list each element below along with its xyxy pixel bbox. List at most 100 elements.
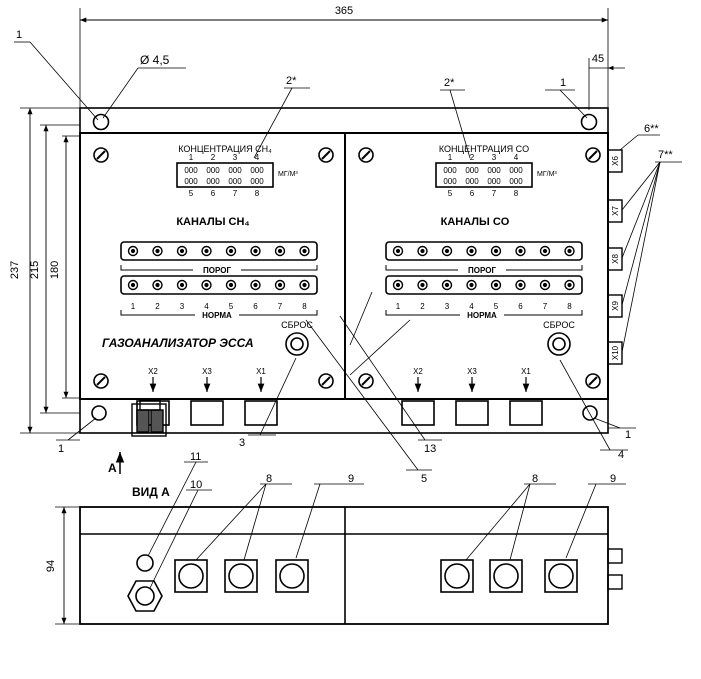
norm-label: НОРМА xyxy=(202,311,232,320)
display-index-top: 3 xyxy=(233,153,238,162)
screw-slot xyxy=(321,376,331,386)
view-a-connector xyxy=(275,559,309,593)
threshold-led-core xyxy=(302,248,307,254)
view-a-connector xyxy=(440,559,474,593)
led-number: 4 xyxy=(204,302,209,311)
right-channels-title: КАНАЛЫ CO xyxy=(441,216,510,228)
threshold-led xyxy=(250,245,261,257)
view-a-connector-ring xyxy=(493,563,519,589)
threshold-led-core xyxy=(179,248,185,254)
display-index-bottom: 7 xyxy=(233,189,238,198)
threshold-led-core xyxy=(155,248,160,254)
screw-slot xyxy=(361,150,371,160)
callout-7: 7** xyxy=(658,149,673,161)
side-connector xyxy=(607,149,623,173)
threshold-led-core xyxy=(542,248,548,254)
side-connector-label: X6 xyxy=(611,156,620,166)
norm-led xyxy=(564,279,575,291)
connector xyxy=(455,400,489,426)
reset-button-inner xyxy=(552,337,566,351)
display-cell: 000 xyxy=(465,166,479,175)
display-index-top: 3 xyxy=(492,153,497,162)
norm-led xyxy=(250,279,261,291)
display-cell: 000 xyxy=(184,166,198,175)
norm-label: НОРМА xyxy=(467,311,497,320)
callout-5: 5 xyxy=(421,473,427,485)
screw-icon xyxy=(93,373,109,389)
norm-led-core xyxy=(179,282,185,288)
norm-led-core xyxy=(444,282,450,288)
connector-label: X2 xyxy=(413,367,423,376)
mount-hole xyxy=(582,405,598,421)
norm-led-core xyxy=(542,282,548,288)
led-number: 5 xyxy=(229,302,234,311)
norm-led-core xyxy=(253,282,258,288)
callout-8: 8 xyxy=(532,473,538,485)
norm-led xyxy=(299,279,310,291)
view-a-connector-ring xyxy=(178,563,204,589)
led-number: 2 xyxy=(155,302,160,311)
view-a-connector-ring xyxy=(279,563,305,589)
display-cell: 000 xyxy=(443,166,457,175)
side-connector-label: X9 xyxy=(611,301,620,311)
display-cell: 000 xyxy=(487,166,501,175)
norm-led-core xyxy=(228,282,234,288)
display-index-bottom: 5 xyxy=(448,189,453,198)
left-conc-title: КОНЦЕНТРАЦИЯ CH₄ xyxy=(178,144,272,154)
display-index-top: 1 xyxy=(448,153,453,162)
connector xyxy=(244,400,278,426)
norm-led-core xyxy=(420,282,425,288)
threshold-led xyxy=(299,245,310,257)
threshold-led xyxy=(274,245,286,257)
reset-button xyxy=(285,332,309,356)
side-connector-label: X7 xyxy=(611,206,620,216)
left-reset-label: СБРОС xyxy=(281,320,313,330)
display-index-top: 1 xyxy=(189,153,194,162)
norm-led-core xyxy=(302,282,307,288)
device-name: ГАЗОАНАЛИЗАТОР ЭССА xyxy=(102,336,254,350)
callout-2: 2* xyxy=(444,77,455,89)
side-connector-label: X10 xyxy=(611,345,620,360)
threshold-led xyxy=(490,245,502,257)
callout-4: 4 xyxy=(618,449,624,461)
norm-bracket xyxy=(120,310,318,316)
threshold-led-bar xyxy=(385,241,583,261)
cable-gland xyxy=(131,399,167,437)
callout-8: 8 xyxy=(266,473,272,485)
screw-icon xyxy=(318,147,334,163)
threshold-led xyxy=(225,245,237,257)
dim-height-inner-label: 180 xyxy=(49,261,61,279)
norm-led-core xyxy=(130,282,136,288)
display-index-top: 2 xyxy=(211,153,216,162)
connector xyxy=(190,400,224,426)
display-unit: МГ/М³ xyxy=(278,171,298,178)
callout-1: 1 xyxy=(625,429,631,441)
callout-13: 13 xyxy=(424,443,436,455)
norm-led-bar xyxy=(385,275,583,295)
screw-slot xyxy=(588,150,598,160)
threshold-bracket xyxy=(120,265,318,271)
norm-led xyxy=(392,279,404,291)
display-cell: 000 xyxy=(509,177,523,186)
display-index-bottom: 7 xyxy=(492,189,497,198)
display-cell: 000 xyxy=(509,166,523,175)
screw-slot xyxy=(588,376,598,386)
view-a-gland-nut xyxy=(127,580,163,612)
norm-led xyxy=(152,279,163,291)
display-cell: 000 xyxy=(465,177,479,186)
screw-icon xyxy=(318,373,334,389)
norm-led xyxy=(539,279,551,291)
screw-icon xyxy=(585,147,601,163)
threshold-led xyxy=(201,245,212,257)
mount-hole xyxy=(91,405,107,421)
threshold-led xyxy=(515,245,526,257)
screw-icon xyxy=(358,147,374,163)
norm-led-core xyxy=(395,282,401,288)
led-number: 3 xyxy=(180,302,185,311)
threshold-led-core xyxy=(228,248,234,254)
mount-hole xyxy=(92,113,110,131)
right-conc-title: КОНЦЕНТРАЦИЯ CO xyxy=(439,144,529,154)
display-index-bottom: 6 xyxy=(470,189,475,198)
led-number: 7 xyxy=(543,302,548,311)
norm-led xyxy=(490,279,502,291)
